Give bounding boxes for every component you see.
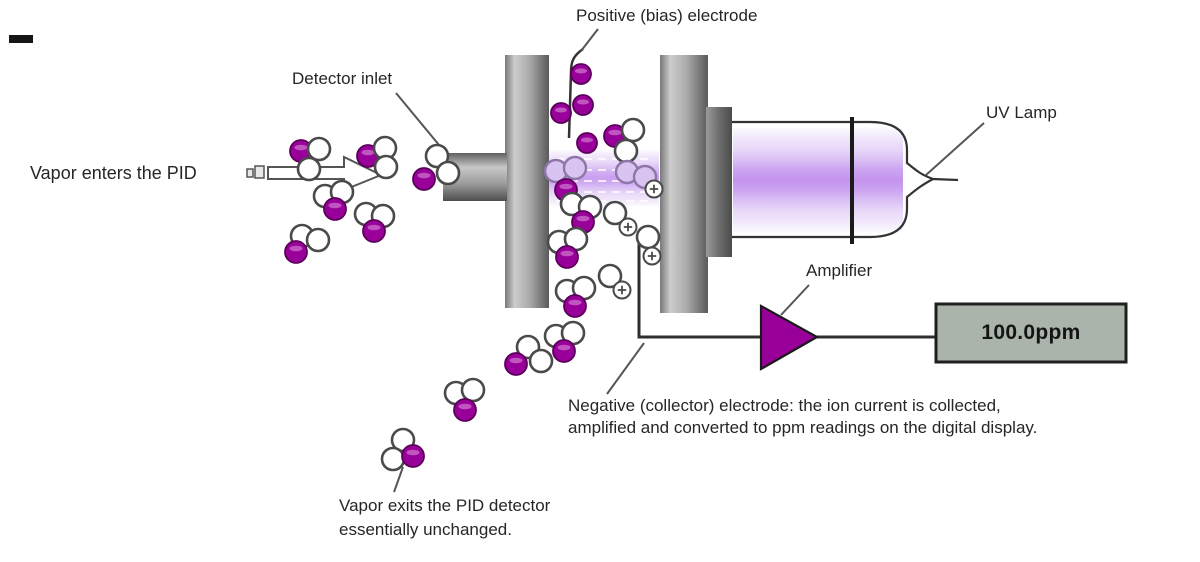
artifact-mark: [9, 35, 33, 43]
inlet-leader-line: [395, 92, 445, 152]
positive-electrode-leader-line: [580, 28, 599, 52]
positive-bias-electrode: [567, 47, 584, 139]
label-vapor-exits: Vapor exits the PID detector essentially…: [339, 494, 550, 542]
collector-wire: [637, 231, 936, 339]
amplifier-triangle: [759, 304, 820, 371]
molecule-cluster: [559, 191, 603, 234]
collector-text-line1: Negative (collector) electrode: the ion …: [568, 396, 1001, 415]
label-detector-inlet: Detector inlet: [292, 69, 393, 88]
molecule-cluster: [284, 223, 331, 264]
ionized-molecule: [635, 224, 662, 266]
right-housing-wall: [660, 55, 708, 313]
collector-leader-line: [606, 342, 645, 395]
label-positive-electrode: Positive (bias) electrode: [576, 6, 758, 25]
amplifier-leader-line: [780, 284, 810, 316]
ionized-molecule: [602, 200, 638, 237]
molecule-cluster: [353, 201, 396, 243]
display-reading: 100.0ppm: [981, 321, 1081, 344]
molecule-cluster: [546, 226, 589, 269]
collector-text-line2: amplified and converted to ppm readings …: [568, 418, 1038, 437]
ionized-molecule: [597, 263, 632, 300]
uv-lamp-beam: [733, 126, 903, 234]
digital-display-box: [934, 302, 1128, 364]
molecule-cluster: [412, 143, 461, 191]
positive-ion: [572, 94, 594, 116]
positive-ion: [576, 132, 598, 154]
vapor-exit-leader-line: [393, 466, 404, 493]
lamp-mount-block: [706, 107, 732, 257]
positive-ion: [550, 102, 572, 124]
positive-ion: [570, 63, 592, 85]
molecule-cluster: [554, 275, 597, 318]
molecule-cluster: [312, 179, 355, 221]
uv-lamp: [732, 117, 959, 244]
left-housing-wall: [505, 55, 549, 308]
inlet-flow-arrow: [246, 155, 384, 192]
label-collector-electrode: Negative (collector) electrode: the ion …: [568, 395, 1037, 439]
label-amplifier: Amplifier: [806, 261, 873, 280]
uv-lamp-tip-line: [932, 177, 959, 182]
label-uv-lamp: UV Lamp: [986, 103, 1057, 122]
molecule-cluster: [504, 334, 554, 376]
uv-lamp-leader-line: [925, 122, 985, 176]
label-vapor-enters: Vapor enters the PID: [30, 163, 197, 183]
vapor-exits-line1: Vapor exits the PID detector: [339, 496, 551, 515]
vapor-exits-line2: essentially unchanged.: [339, 520, 512, 539]
molecule-cluster: [380, 427, 425, 472]
molecule-cluster: [443, 377, 486, 422]
